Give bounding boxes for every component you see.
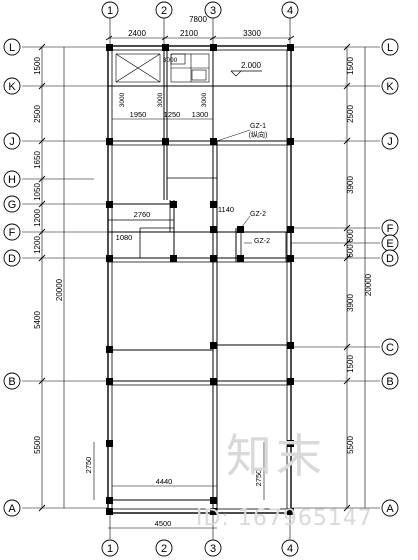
dim-text: 1080 (116, 233, 133, 242)
dim-text: 1500 (346, 355, 355, 373)
axis-label: 2 (161, 5, 167, 17)
interior-dimensions: 1950 1250 1300 2760 1080 1140 4440 4500 … (84, 57, 263, 528)
top-axis-bubbles: 1 2 3 4 (101, 1, 299, 19)
dim-text: 2400 (128, 29, 146, 38)
dim-overall-top: 7800 (189, 15, 207, 24)
dim-text: 5400 (33, 311, 42, 329)
axis-label: F (9, 227, 16, 239)
dim-text: 3900 (346, 294, 355, 312)
dim-text: 3000 (163, 57, 178, 64)
axis-label: J (9, 136, 15, 148)
watermark-logo: 知末 (226, 429, 326, 483)
beam-label-gz1: GZ-1 (250, 123, 266, 130)
top-dimensions: 7800 2400 2100 3300 (128, 15, 261, 38)
axis-label: J (387, 136, 393, 148)
dim-text: 5500 (33, 436, 42, 454)
watermark-id: ID: 167965147 (196, 506, 373, 531)
dim-text: 1050 (33, 183, 42, 201)
dim-text: 600 (346, 244, 355, 258)
axis-label: B (8, 376, 15, 388)
axis-label: G (8, 199, 17, 211)
axis-label: D (386, 253, 394, 265)
dim-text: 3300 (243, 29, 261, 38)
beam-labels: GZ-1 (纵向) GZ-2 GZ-2 (216, 123, 270, 245)
axis-label: B (386, 376, 393, 388)
beam-label-gz1-note: (纵向) (249, 130, 268, 139)
level-marker: 2.000 (241, 61, 262, 70)
dim-text: 1300 (192, 110, 209, 119)
dim-text: 2100 (180, 29, 198, 38)
dim-text: 1200 (33, 236, 42, 254)
axis-label: 4 (287, 543, 293, 555)
axis-label: E (386, 238, 393, 250)
dim-text: 1950 (130, 110, 147, 119)
axis-label: K (8, 81, 16, 93)
dim-text: 2760 (134, 210, 151, 219)
right-axis-bubbles: L K J F E D C B A (381, 38, 399, 517)
dim-text: 2750 (254, 470, 263, 487)
axis-label: 3 (210, 5, 216, 17)
dim-text: 3000 (201, 92, 208, 107)
dim-overall-left: 20000 (55, 278, 64, 301)
axis-label: 4 (287, 5, 293, 17)
dim-text: 3900 (346, 176, 355, 194)
axis-label: H (8, 174, 16, 186)
beam-label-gz2: GZ-2 (254, 238, 270, 245)
axis-label: L (387, 42, 393, 54)
dim-text: 3000 (119, 92, 126, 107)
axis-label: A (8, 503, 16, 515)
dim-text: 3000 (157, 92, 164, 107)
dim-text: 1650 (33, 151, 42, 169)
dim-text: 2500 (33, 105, 42, 123)
axis-label: 3 (210, 543, 216, 555)
dim-text: 5500 (346, 436, 355, 454)
dim-text: 1500 (346, 57, 355, 75)
axis-label: L (9, 42, 15, 54)
dim-text: 1200 (33, 209, 42, 227)
right-dimensions: 1500 2500 3900 600 600 3900 1500 5500 20… (346, 57, 373, 454)
structural-columns (106, 44, 294, 515)
axis-label: C (386, 342, 394, 354)
axis-label: D (8, 253, 16, 265)
dim-text: 2500 (346, 105, 355, 123)
dim-ticks (38, 35, 351, 512)
axis-leaders (22, 18, 380, 539)
walls (107, 45, 292, 514)
axis-label: 2 (161, 543, 167, 555)
axis-label: F (387, 223, 394, 235)
axis-label: K (386, 81, 394, 93)
dim-overall-right: 20000 (364, 273, 373, 296)
left-axis-bubbles: L K J H G F D B A (3, 38, 21, 517)
dim-text: 4500 (155, 519, 172, 528)
axis-label: A (386, 503, 394, 515)
axis-label: 1 (107, 543, 113, 555)
left-dimensions: 1500 2500 1650 1050 1200 1200 5400 5500 … (33, 57, 64, 454)
dim-text: 1500 (33, 57, 42, 75)
bottom-axis-bubbles: 1 2 3 4 (101, 539, 299, 557)
beam-label-gz2: GZ-2 (250, 211, 266, 218)
dim-text: 1140 (218, 205, 234, 214)
dim-text: 1250 (164, 110, 181, 119)
axis-label: 1 (107, 5, 113, 17)
dim-text: 4440 (156, 477, 173, 486)
dim-text: 2750 (84, 457, 93, 474)
dim-text: 600 (346, 229, 355, 243)
